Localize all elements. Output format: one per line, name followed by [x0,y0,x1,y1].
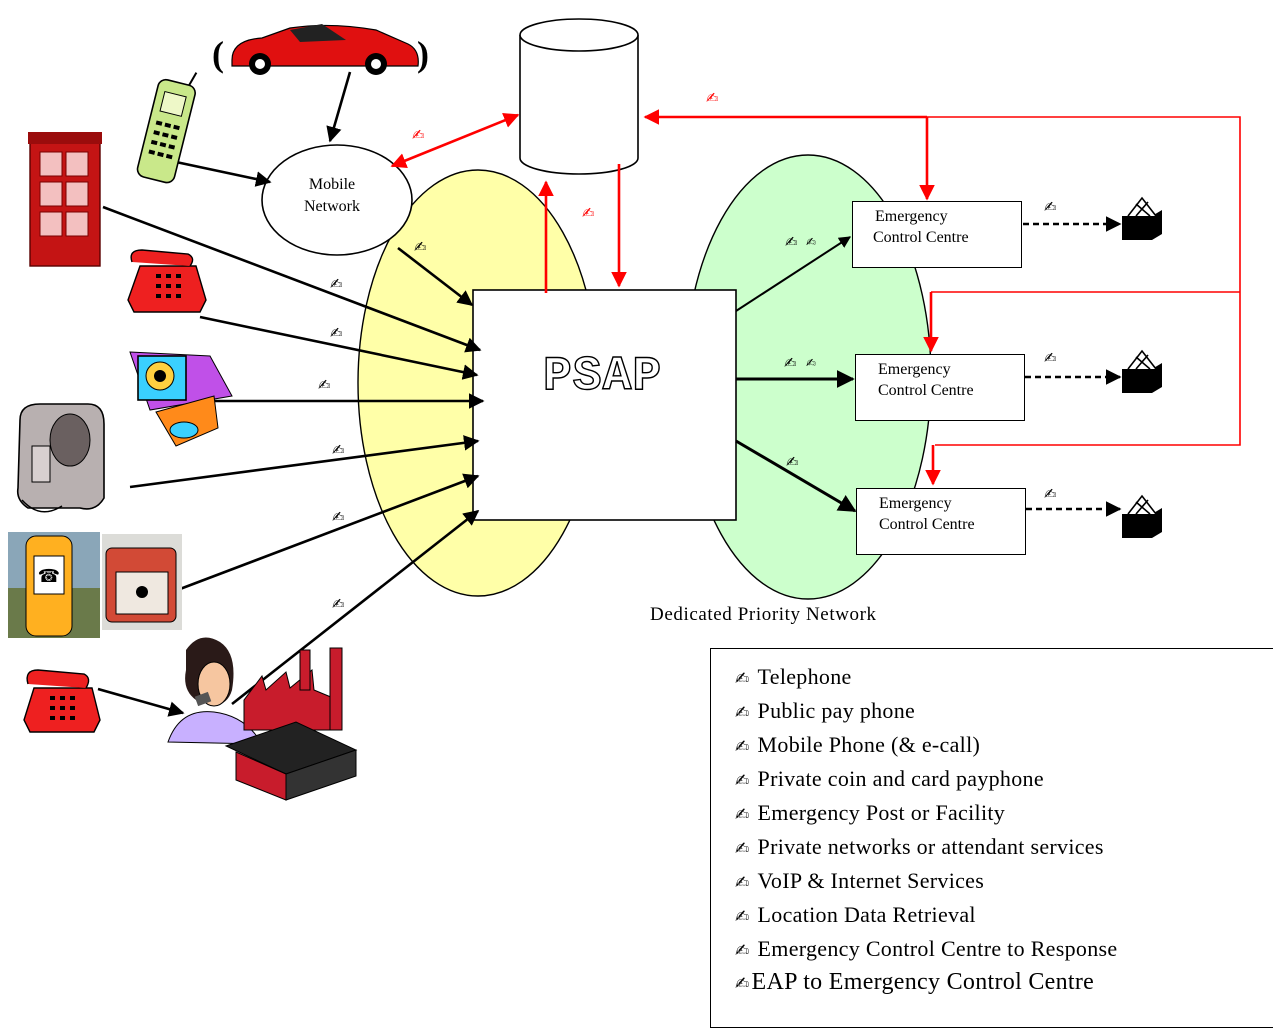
ecc-box-3-line1: Emergency [879,495,952,512]
car-to-mobile-network-arrow [326,71,352,143]
phone-to-attendant-arrow [97,687,185,717]
mobile-network-label-line2: Network [304,198,360,215]
dedicated-priority-network-caption: Dedicated Priority Network [650,604,877,625]
legend-item-label: Mobile Phone (& e-call) [757,732,981,757]
pen-icon: ✍ [414,238,427,256]
legend-item: ✍ Private coin and card payphone [735,763,1273,797]
legend-box: ✍ Telephone ✍ Public pay phone ✍ Mobile Pho… [710,648,1273,1028]
telephone-to-psap-arrow [199,315,479,380]
phone-box-icon [28,132,102,267]
pen-icon: ✍ [706,89,719,107]
legend-item-label: Private coin and card payphone [757,766,1044,791]
emergency-post-to-psap-arrow [179,473,480,591]
pen-icon: ✍ [330,324,343,342]
psap-box [472,289,737,521]
mobile-network-label: Mobile Network [277,174,387,218]
legend-item-label: VoIP & Internet Services [757,868,985,893]
legend-item: ✍ Private networks or attendant services [735,831,1273,865]
legend-item-label: Emergency Post or Facility [757,800,1006,825]
pen-icon: ✍ [318,376,331,394]
emergency-post-icon: ☎ [8,532,100,638]
psap-label: PSAP [542,349,663,404]
mobile-phone-icon [136,72,198,184]
car-paren-right: ) [417,34,429,74]
legend-item-label: Public pay phone [757,698,916,723]
ecc-box-1-line2: Control Centre [873,229,969,246]
mobile-network-label-line1: Mobile [308,176,356,193]
telephone-icon [23,669,101,733]
ecc-box-1-line1: Emergency [875,208,948,225]
pen-icon: ✍ [735,873,750,893]
pen-icon: ✍ [332,508,345,526]
phone-box-to-psap-arrow [102,205,482,353]
pen-icon: ✍ [735,974,750,994]
ecc-box-3: Emergency Control Centre [856,488,1026,555]
pen-icon: ✍ [582,204,595,222]
ecc-box-1: Emergency Control Centre [852,201,1022,268]
legend-item-label: Location Data Retrieval [757,902,976,927]
pen-icon: ✍ [735,907,750,927]
location-database-cylinder [519,18,639,175]
pen-icon: ✍ [332,595,345,613]
attendant-icon [167,637,263,745]
car-paren-left: ( [212,34,224,74]
ecc-box-3-line2: Control Centre [879,516,975,533]
pen-icon: ✍ [735,839,750,859]
pen-icon: ✍ [330,275,343,293]
pen-icon: ✍ [785,233,798,251]
psap-to-ecc1-arrow [735,236,852,312]
computer-icon [129,351,233,447]
legend-item: ✍ VoIP & Internet Services [735,865,1273,899]
mobile-phone-to-network-arrow [175,160,272,187]
ecc-box-2: Emergency Control Centre [855,354,1025,421]
pen-icon: ✍ [806,235,817,249]
pen-icon: ✍ [735,703,750,723]
telephone-icon [127,249,207,313]
emergency-post-icon [102,534,182,630]
pen-icon: ✍ [735,669,750,689]
pen-icon: ✍ [786,453,799,471]
legend-item: ✍ Telephone [735,661,1273,695]
response-unit-icon [1122,494,1162,538]
coin-phone-icon [16,403,105,513]
pen-icon: ✍ [735,805,750,825]
pen-icon: ✍ [1044,349,1057,367]
attendant-to-psap-arrow [231,509,480,706]
psap-to-ecc3-arrow [735,439,857,513]
pen-icon: ✍ [735,737,750,757]
pen-icon: ✍ [735,941,750,961]
legend-item-label: Telephone [757,664,852,689]
legend-item-label: EAP to Emergency Control Centre [751,969,1095,995]
pen-icon: ✍ [1044,198,1057,216]
car-icon [231,24,419,75]
response-unit-icon [1122,196,1162,240]
legend-item: ✍ Location Data Retrieval [735,899,1273,933]
cloud-database-link [390,113,520,168]
legend-item-label: Private networks or attendant services [757,834,1104,859]
legend-item: ✍ Emergency Post or Facility [735,797,1273,831]
ecc-box-2-line2: Control Centre [878,382,974,399]
pen-icon: ✍ [412,126,425,144]
pen-icon: ✍ [735,771,750,791]
response-unit-icon [1122,349,1162,393]
svg-text:☎: ☎ [38,566,60,587]
ecc-feedback-loop [927,116,1241,446]
coin-phone-to-psap-arrow [129,435,480,489]
legend-item: ✍ Public pay phone [735,695,1273,729]
legend-list: ✍ Telephone ✍ Public pay phone ✍ Mobile Pho… [711,649,1273,1000]
legend-item: ✍ Emergency Control Centre to Response [735,933,1273,967]
buildings-icon [224,647,358,801]
legend-item-label: Emergency Control Centre to Response [757,936,1118,961]
mobile-network-to-psap-arrow [397,246,474,307]
pen-icon: ✍ [1044,485,1057,503]
mobile-network-cloud [261,144,413,256]
pen-icon: ✍ [332,441,345,459]
pen-icon: ✍ [806,356,817,370]
pen-icon: ✍ [784,354,797,372]
legend-item: ✍ Mobile Phone (& e-call) [735,729,1273,763]
ecc-box-2-line1: Emergency [878,361,951,378]
legend-item: ✍EAP to Emergency Control Centre [735,967,1273,1000]
